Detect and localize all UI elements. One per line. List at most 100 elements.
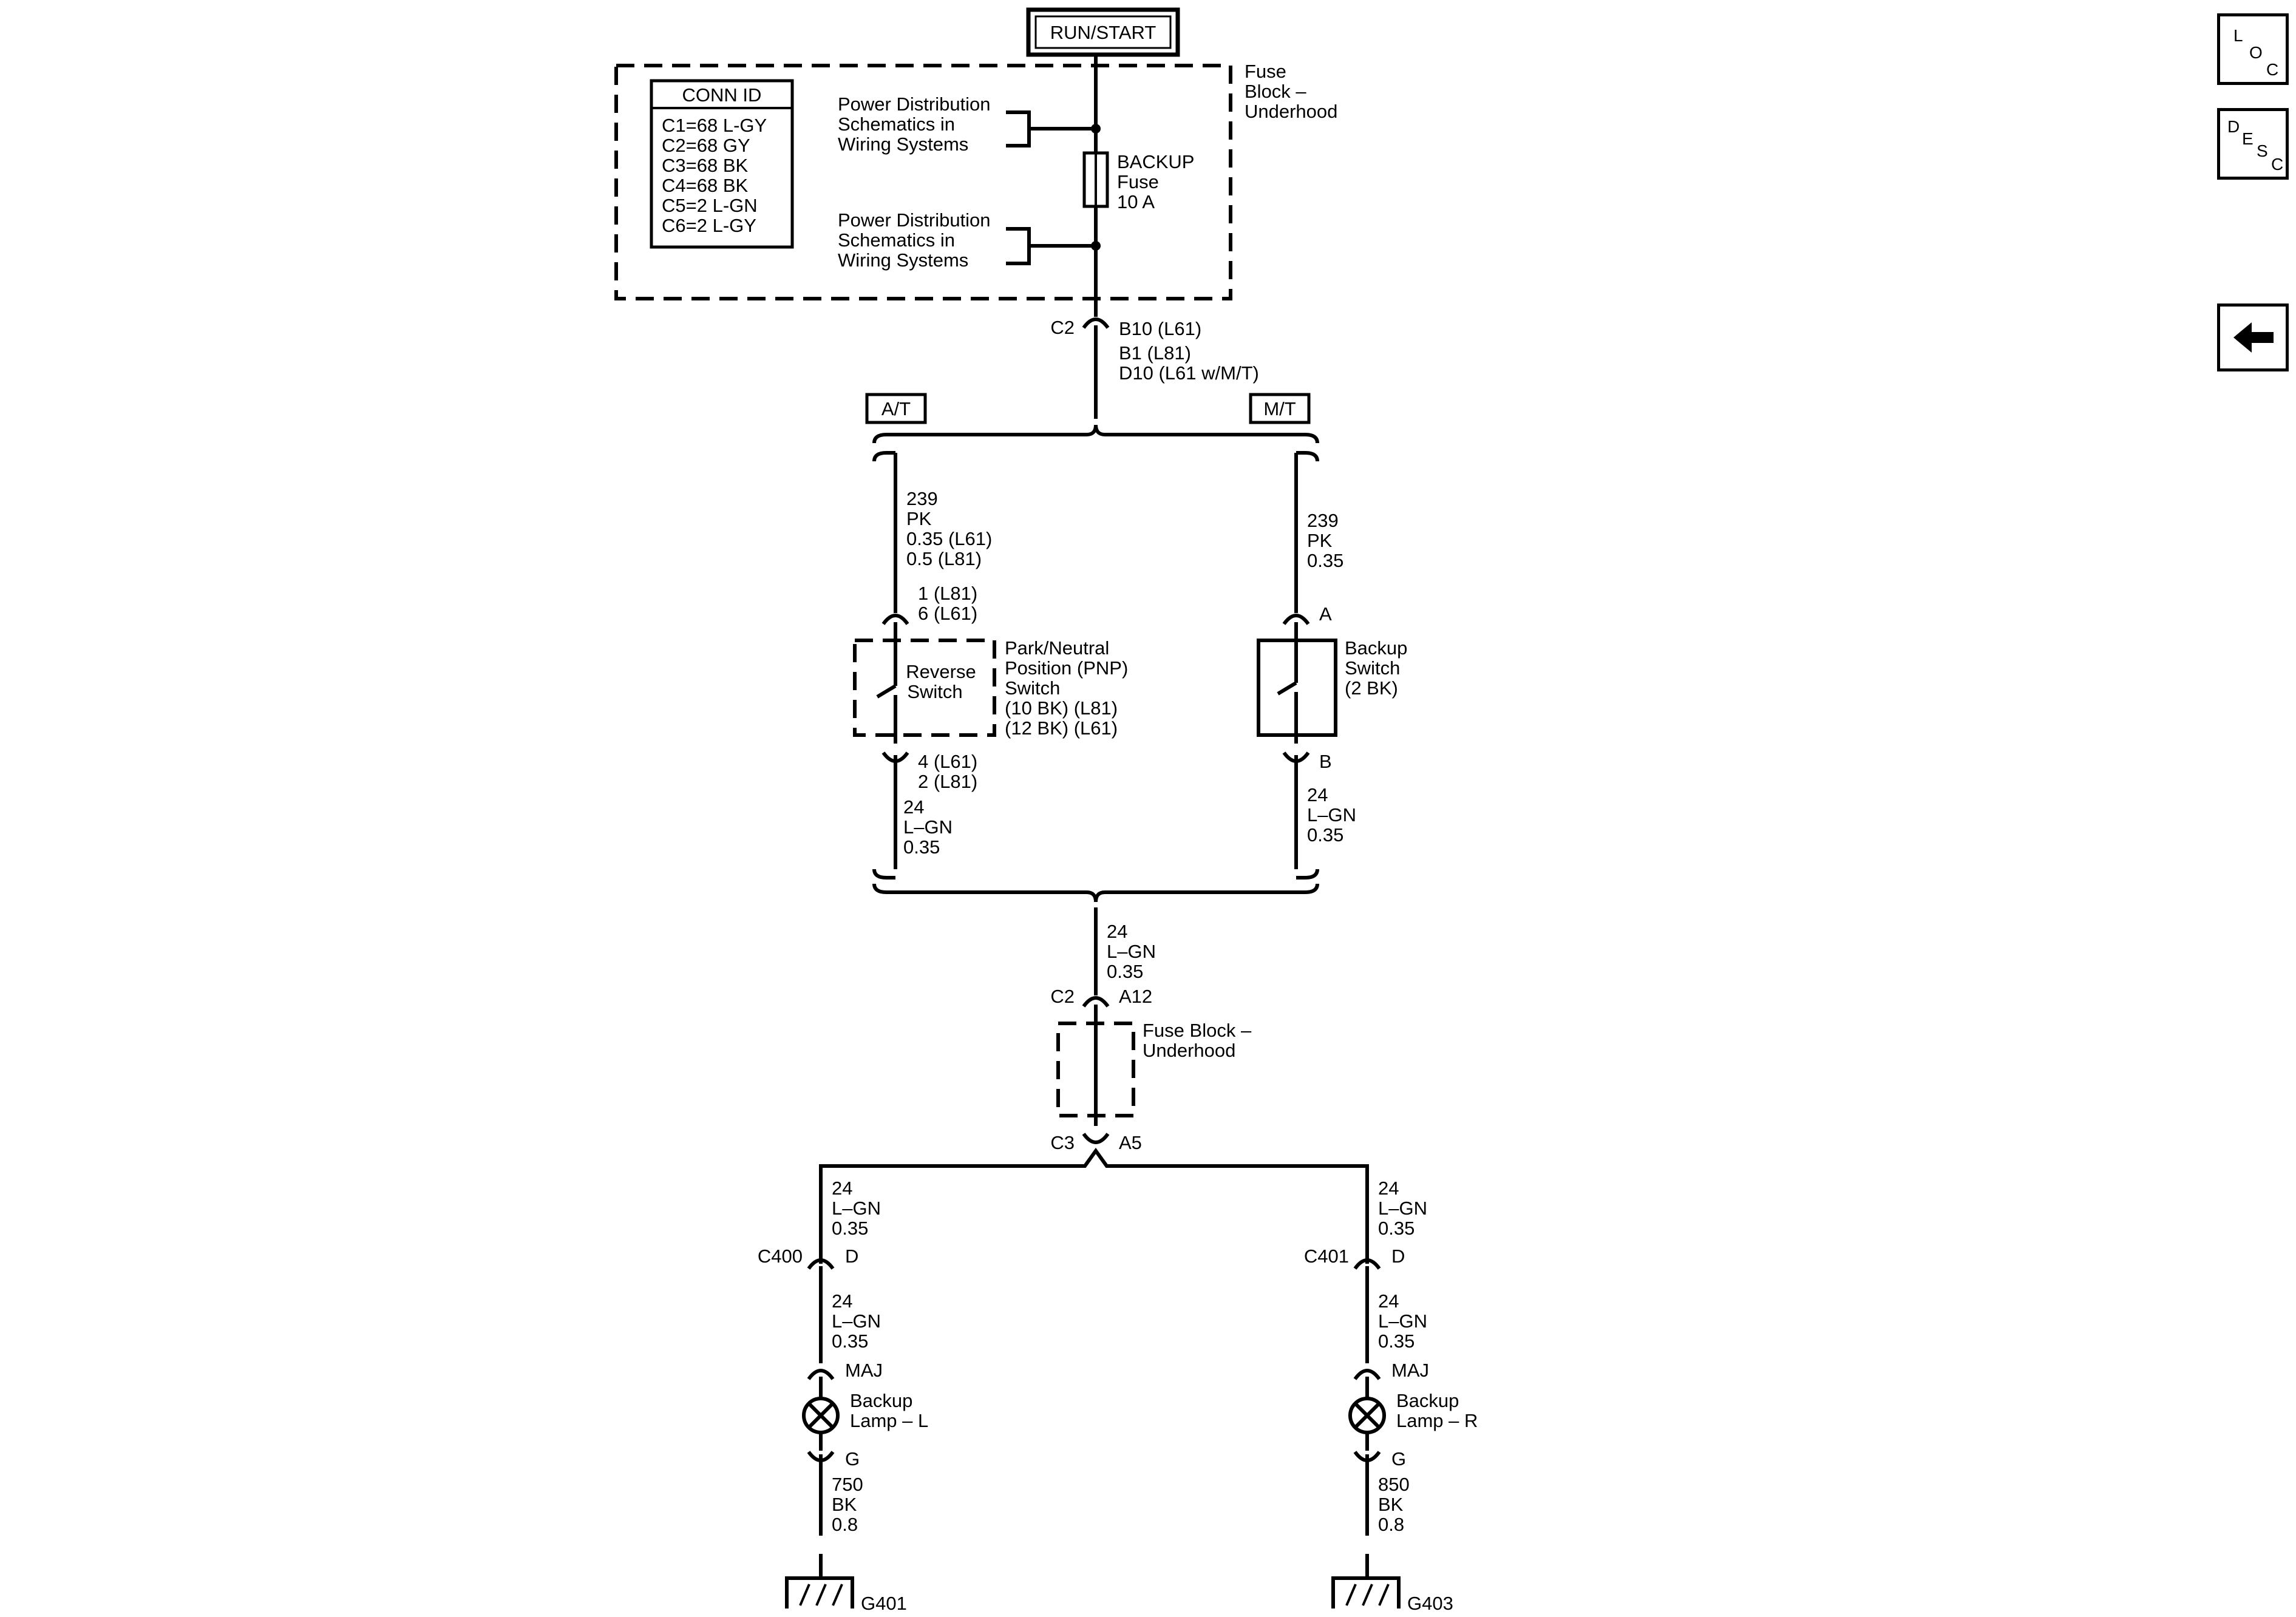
svg-text:B10 (L61): B10 (L61) (1119, 318, 1201, 339)
svg-text:C2=68 GY: C2=68 GY (662, 135, 750, 156)
svg-text:C401: C401 (1304, 1246, 1349, 1267)
svg-text:Underhood: Underhood (1245, 101, 1337, 122)
svg-text:(2 BK): (2 BK) (1345, 677, 1398, 699)
svg-text:Fuse: Fuse (1117, 171, 1159, 192)
svg-text:Power Distribution: Power Distribution (838, 209, 991, 231)
ground-g403: G403 (1331, 1554, 1453, 1614)
svg-text:Lamp – L: Lamp – L (850, 1410, 928, 1431)
svg-text:2 (L81): 2 (L81) (918, 771, 977, 792)
reverse-switch: Reverse Switch (853, 639, 996, 744)
svg-text:M/T: M/T (1263, 398, 1296, 419)
svg-text:C4=68 BK: C4=68 BK (662, 175, 749, 196)
svg-text:239: 239 (1307, 510, 1339, 531)
mt-wire-top-label: 239 PK 0.35 (1307, 510, 1343, 571)
svg-text:CONN ID: CONN ID (682, 84, 762, 106)
desc-letter-e: E (2242, 129, 2254, 148)
run-start-label: RUN/START (1026, 7, 1180, 57)
svg-text:Schematics in: Schematics in (838, 114, 955, 135)
option-at: A/T (865, 393, 927, 424)
svg-text:A/T: A/T (881, 398, 911, 419)
desc-letter-c: C (2271, 155, 2284, 174)
ground-g401: G401 (785, 1554, 907, 1614)
location-button[interactable]: L O C (2217, 13, 2289, 85)
svg-text:L–GN: L–GN (903, 816, 953, 838)
backup-fuse: BACKUP Fuse 10 A (1082, 151, 1194, 212)
svg-text:L–GN: L–GN (1107, 941, 1156, 962)
backup-lamp-left: MAJ Backup Lamp – L G (802, 1360, 928, 1470)
conn-id-table: CONN ID C1=68 L-GY C2=68 GY C3=68 BK C4=… (650, 79, 794, 249)
svg-text:0.35: 0.35 (1107, 961, 1143, 982)
svg-text:Position (PNP): Position (PNP) (1005, 657, 1128, 679)
option-splice-top (872, 424, 1319, 462)
svg-text:24: 24 (832, 1178, 852, 1199)
svg-text:C3: C3 (1050, 1132, 1075, 1153)
backup-lamp-right: MAJ Backup Lamp – R G (1348, 1360, 1478, 1470)
fuse-block-outline (614, 64, 1232, 300)
svg-text:Schematics in: Schematics in (838, 229, 955, 251)
merged-wire-label: 24 L–GN 0.35 (1107, 921, 1156, 982)
svg-text:0.5 (L81): 0.5 (L81) (906, 548, 982, 569)
svg-text:0.35: 0.35 (903, 836, 940, 858)
back-button[interactable] (2217, 303, 2289, 371)
svg-text:24: 24 (832, 1290, 852, 1312)
svg-text:D: D (1391, 1246, 1405, 1267)
svg-text:BK: BK (832, 1494, 857, 1515)
svg-text:24: 24 (1107, 921, 1127, 942)
svg-text:24: 24 (1307, 784, 1328, 805)
svg-text:D10 (L61 w/M/T): D10 (L61 w/M/T) (1119, 362, 1259, 384)
svg-text:750: 750 (832, 1474, 863, 1495)
svg-text:Block –: Block – (1245, 81, 1306, 102)
connector-c401: C401 D (1304, 1246, 1405, 1363)
left-wire-1-label: 24 L–GN 0.35 (832, 1178, 881, 1239)
svg-text:24: 24 (1378, 1290, 1399, 1312)
svg-text:Backup: Backup (850, 1390, 912, 1411)
left-wire-2-label: 24 L–GN 0.35 (832, 1290, 881, 1352)
svg-text:0.35 (L61): 0.35 (L61) (906, 528, 992, 549)
connector-c2-top: C2 B10 (L61) B1 (L81) D10 (L61 w/M/T) (1050, 317, 1259, 419)
svg-text:G401: G401 (861, 1593, 907, 1614)
svg-text:0.35: 0.35 (832, 1331, 868, 1352)
svg-text:1 (L81): 1 (L81) (918, 583, 977, 604)
svg-text:Underhood: Underhood (1143, 1040, 1235, 1061)
svg-text:C2: C2 (1050, 317, 1075, 338)
svg-text:PK: PK (1307, 530, 1333, 551)
option-mt: M/T (1249, 393, 1311, 424)
svg-text:MAJ: MAJ (1391, 1360, 1429, 1381)
svg-text:Fuse: Fuse (1245, 61, 1286, 82)
svg-text:G403: G403 (1407, 1593, 1453, 1614)
at-wire-top-label: 239 PK 0.35 (L61) 0.5 (L81) (906, 488, 992, 569)
connector-c400: C400 D (758, 1246, 858, 1363)
power-distribution-ref-2: Power Distribution Schematics in Wiring … (838, 209, 1101, 271)
fuse-block-top-label: Fuse Block – Underhood (1245, 61, 1337, 122)
svg-text:A12: A12 (1119, 986, 1152, 1007)
left-wire-3-label: 750 BK 0.8 (832, 1474, 863, 1535)
left-arrow-icon (2233, 322, 2274, 353)
svg-text:B: B (1319, 751, 1332, 772)
svg-text:Lamp – R: Lamp – R (1396, 1410, 1478, 1431)
svg-text:(10 BK) (L81): (10 BK) (L81) (1005, 697, 1118, 719)
connector-c2-mid: C2 A12 (1050, 986, 1152, 1126)
right-wire-1-label: 24 L–GN 0.35 (1378, 1178, 1427, 1239)
svg-text:Backup: Backup (1345, 637, 1407, 659)
svg-text:Wiring Systems: Wiring Systems (838, 134, 968, 155)
svg-text:C6=2 L-GY: C6=2 L-GY (662, 215, 756, 236)
connector-c3: C3 A5 (1050, 1132, 1142, 1153)
svg-text:RUN/START: RUN/START (1050, 22, 1156, 43)
desc-letter-s: S (2257, 141, 2268, 160)
svg-text:(12 BK) (L61): (12 BK) (L61) (1005, 717, 1118, 739)
svg-text:850: 850 (1378, 1474, 1410, 1495)
description-button[interactable]: D E S C (2217, 108, 2289, 180)
svg-text:L–GN: L–GN (832, 1310, 881, 1332)
svg-text:G: G (845, 1448, 860, 1470)
svg-text:MAJ: MAJ (845, 1360, 883, 1381)
pnp-connector-bottom: 4 (L61) 2 (L81) (881, 751, 977, 869)
svg-text:G: G (1391, 1448, 1406, 1470)
backup-switch: Backup Switch (2 BK) (1257, 637, 1407, 744)
svg-text:10 A: 10 A (1117, 191, 1155, 212)
svg-text:6 (L61): 6 (L61) (918, 603, 977, 624)
svg-text:4 (L61): 4 (L61) (918, 751, 977, 772)
svg-text:Fuse Block –: Fuse Block – (1143, 1020, 1252, 1041)
svg-text:Switch: Switch (1005, 677, 1060, 699)
svg-text:239: 239 (906, 488, 938, 509)
